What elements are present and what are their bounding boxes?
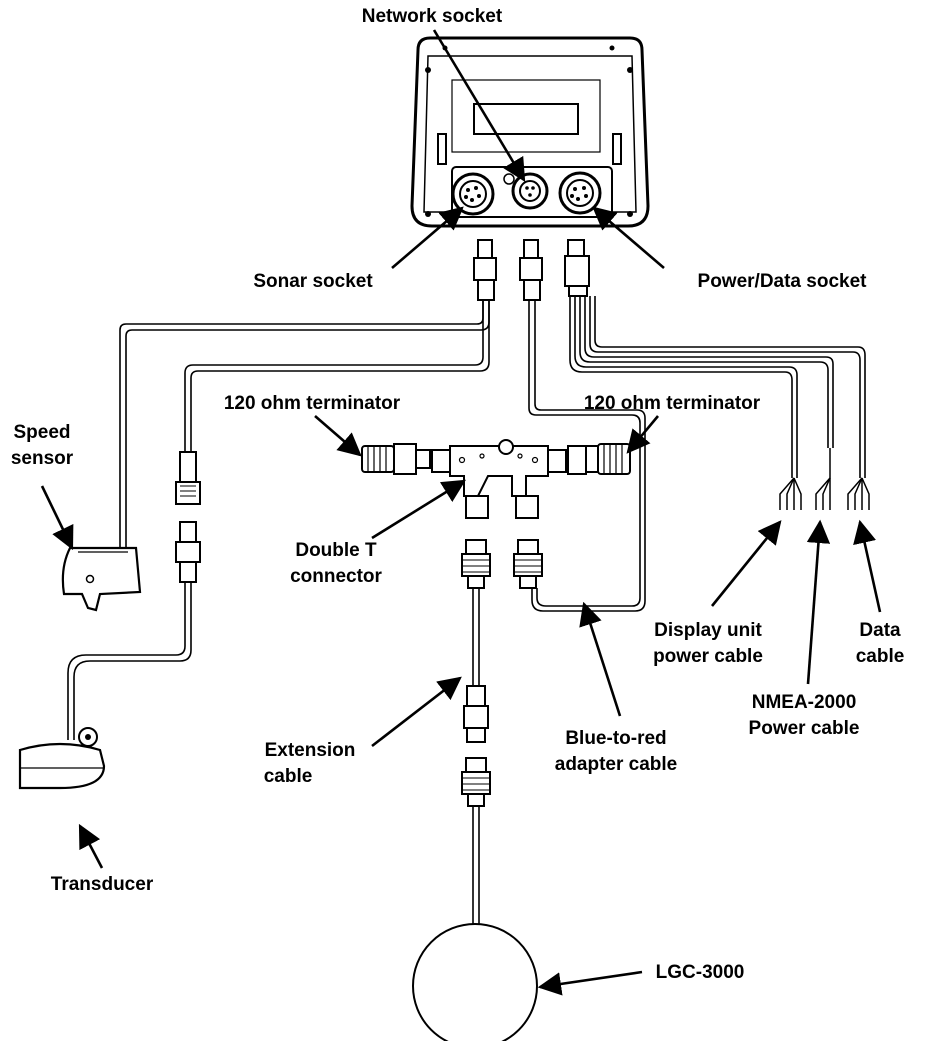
transducer-connector <box>175 451 201 583</box>
terminator-right <box>567 443 631 475</box>
label-double-t-line1: Double T <box>295 540 377 561</box>
label-nmea-power-line2: Power cable <box>749 718 860 739</box>
data-leads <box>847 477 870 510</box>
plug-power-data <box>564 239 590 297</box>
label-terminator-left: 120 ohm terminator <box>224 393 401 414</box>
adapter-plug <box>513 539 543 589</box>
network-socket <box>511 172 549 210</box>
label-extension-line1: Extension <box>265 740 356 761</box>
plug-network <box>519 239 543 301</box>
label-display-power-line1: Display unit <box>654 620 762 641</box>
label-lgc-3000: LGC-3000 <box>656 962 745 983</box>
label-terminator-right: 120 ohm terminator <box>584 393 761 414</box>
label-extension-line2: cable <box>264 766 313 787</box>
label-speed-sensor-line1: Speed <box>13 422 70 443</box>
label-blue-to-red-line1: Blue-to-red <box>565 728 666 749</box>
leader-arrows <box>40 29 882 996</box>
label-display-power-line2: power cable <box>653 646 763 667</box>
extension-plug-top <box>461 539 491 589</box>
label-data-cable-line1: Data <box>859 620 901 641</box>
nmea-power-leads <box>815 448 831 510</box>
extension-cable <box>461 588 491 924</box>
transducer-cable-upper <box>184 300 490 452</box>
speed-sensor-cable <box>119 300 490 548</box>
label-blue-to-red-line2: adapter cable <box>555 754 678 775</box>
lgc-3000-antenna <box>412 923 538 1041</box>
label-sonar-socket: Sonar socket <box>253 271 373 292</box>
label-speed-sensor-line2: sensor <box>11 448 74 469</box>
label-transducer: Transducer <box>51 874 154 895</box>
transducer <box>18 727 106 790</box>
speed-sensor <box>61 546 142 612</box>
label-double-t-line2: connector <box>290 566 382 587</box>
label-network-socket: Network socket <box>362 6 503 27</box>
network-cable <box>528 300 646 612</box>
label-data-cable-line2: cable <box>856 646 905 667</box>
sonar-socket <box>451 172 495 216</box>
power-data-socket <box>558 171 602 215</box>
label-nmea-power-line1: NMEA-2000 <box>752 692 857 713</box>
double-t-connector <box>431 439 567 519</box>
display-unit <box>410 36 650 228</box>
plug-sonar <box>473 239 497 301</box>
transducer-cable-lower <box>67 582 192 740</box>
display-power-leads <box>779 477 802 510</box>
power-data-wires <box>569 296 866 478</box>
label-power-data-socket: Power/Data socket <box>698 271 868 292</box>
terminator-left <box>361 443 431 475</box>
